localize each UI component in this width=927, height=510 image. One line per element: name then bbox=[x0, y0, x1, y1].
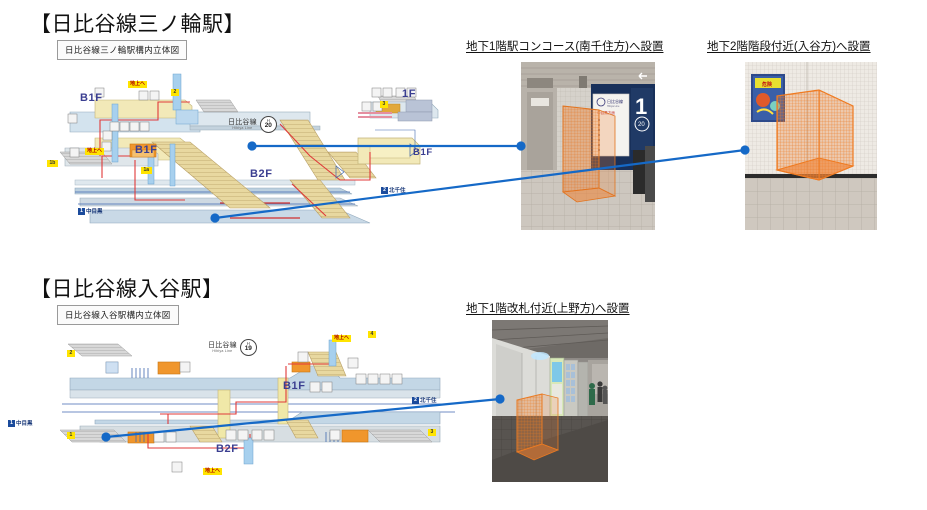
svg-text:危険: 危険 bbox=[761, 81, 773, 88]
line-logo-name-ja: 日比谷線 bbox=[228, 118, 257, 126]
exit-marker-minowa-2: 2 bbox=[171, 89, 179, 96]
direction-number: 1 bbox=[78, 207, 85, 215]
line-logo-name-ja: 日比谷線 bbox=[208, 341, 237, 349]
line-letter: H bbox=[266, 118, 270, 124]
direction-marker-iriya-nakameguro: 1 中目黒 bbox=[8, 419, 33, 427]
station-diagram-minowa bbox=[40, 60, 460, 230]
direction-name: 北千住 bbox=[420, 398, 437, 404]
floor-label-minowa-b1f-b: B1F bbox=[135, 144, 158, 156]
floor-label-iriya-b1f: B1F bbox=[283, 380, 306, 392]
svg-text:1: 1 bbox=[635, 94, 647, 119]
exit-marker-iriya-4: 4 bbox=[368, 331, 376, 338]
svg-text:日比谷線: 日比谷線 bbox=[607, 98, 623, 104]
line-letter: H bbox=[246, 341, 250, 347]
svg-text:20: 20 bbox=[638, 122, 645, 128]
direction-number: 2 bbox=[412, 396, 419, 404]
exit-marker-iriya-1: 1 bbox=[67, 432, 75, 439]
direction-marker-minowa-nakameguro: 1 中目黒 bbox=[78, 207, 103, 215]
line-logo-hibiya-h20: 日比谷線 Hibiya Line H 20 bbox=[228, 116, 277, 133]
direction-name: 中目黒 bbox=[86, 209, 103, 215]
exit-marker-minowa-3: 3 bbox=[380, 101, 388, 108]
svg-text:Hibiya Line: Hibiya Line bbox=[607, 105, 620, 108]
direction-marker-iriya-kitasenju: 2 北千住 bbox=[412, 396, 437, 404]
map-label-minowa: 日比谷線三ノ輪駅構内立体図 bbox=[57, 40, 188, 60]
photo-caption-iriya-1: 地下1階改札付近(上野方)へ設置 bbox=[466, 303, 630, 315]
section-title-minowa: 【日比谷線三ノ輪駅】 bbox=[30, 13, 245, 36]
direction-number: 2 bbox=[381, 186, 388, 194]
line-logo-name-en: Hibiya Line bbox=[232, 125, 253, 130]
floor-label-minowa-1f: 1F bbox=[402, 88, 417, 100]
direction-name: 北千住 bbox=[389, 188, 406, 194]
direction-name: 中目黒 bbox=[16, 421, 33, 427]
photo-caption-minowa-2: 地下2階階段付近(入谷方)へ設置 bbox=[707, 41, 871, 53]
ground-label-iriya-2: 地上へ bbox=[203, 468, 223, 475]
section-title-iriya: 【日比谷線入谷駅】 bbox=[30, 278, 224, 301]
floor-label-minowa-b1f-c: B1F bbox=[413, 147, 433, 158]
floor-label-minowa-b2f: B2F bbox=[250, 168, 273, 180]
line-number-badge: H 20 bbox=[259, 116, 277, 133]
photo-minowa-concourse: 日比谷線 Hibiya Line 中目黒方面 1 20 bbox=[521, 62, 655, 230]
line-number: 19 bbox=[244, 345, 252, 353]
photo-iriya-gate bbox=[492, 320, 608, 482]
ground-label-minowa-1: 地上へ bbox=[128, 81, 148, 88]
floor-label-minowa-b1f-a: B1F bbox=[80, 92, 103, 104]
floor-label-iriya-b2f: B2F bbox=[216, 443, 239, 455]
exit-marker-iriya-2: 2 bbox=[67, 350, 75, 357]
exit-marker-iriya-3: 3 bbox=[428, 429, 436, 436]
ground-label-minowa-2: 地上へ bbox=[85, 148, 105, 155]
ground-label-iriya-1: 地上へ bbox=[332, 335, 352, 342]
photo-caption-minowa-1: 地下1階駅コンコース(南千住方)へ設置 bbox=[466, 41, 664, 53]
line-logo-hibiya-h19: 日比谷線 Hibiya Line H 19 bbox=[208, 339, 257, 356]
direction-number: 1 bbox=[8, 419, 15, 427]
direction-marker-minowa-kitasenju: 2 北千住 bbox=[381, 186, 406, 194]
line-logo-name-en: Hibiya Line bbox=[212, 348, 233, 353]
exit-marker-minowa-1b: 1b bbox=[47, 160, 58, 167]
exit-marker-minowa-1a: 1a bbox=[141, 167, 152, 174]
line-number-badge: H 19 bbox=[239, 339, 257, 356]
map-label-iriya: 日比谷線入谷駅構内立体図 bbox=[57, 305, 179, 325]
photo-minowa-stairs: 危険 bbox=[745, 62, 877, 230]
line-number: 20 bbox=[264, 122, 272, 130]
